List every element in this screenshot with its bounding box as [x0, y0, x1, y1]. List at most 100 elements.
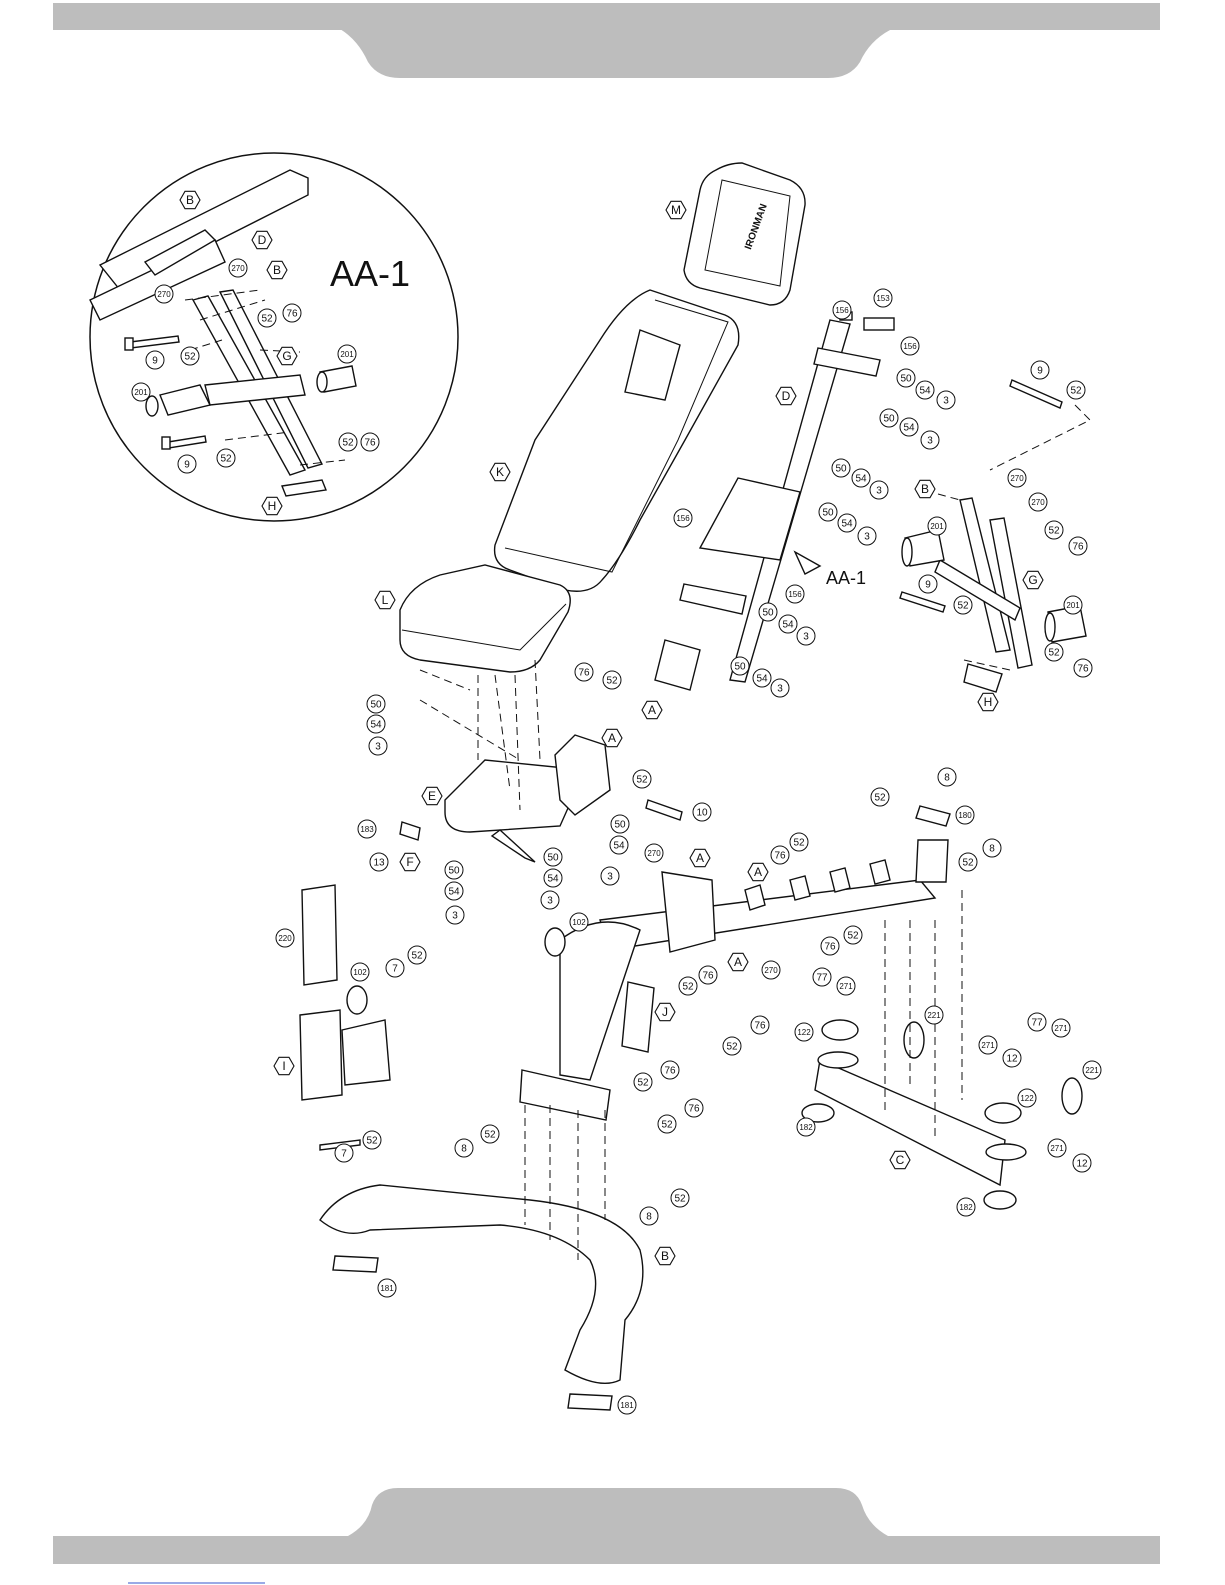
part-callout-text: 122 [1020, 1094, 1034, 1103]
letter-callout-text: A [648, 703, 656, 717]
part-callout-50: 50 [818, 502, 838, 522]
part-callout-122: 122 [794, 1022, 814, 1042]
part-callout-text: 52 [793, 838, 805, 849]
main-frame-a [519, 805, 951, 1121]
part-callout-122: 122 [1017, 1088, 1037, 1108]
part-callout-text: 54 [841, 519, 853, 530]
part-callout-183: 183 [357, 819, 377, 839]
letter-callout-text: A [608, 731, 616, 745]
part-callout-text: 3 [927, 436, 933, 447]
part-callout-271: 271 [978, 1035, 998, 1055]
part-callout-54: 54 [444, 881, 464, 901]
part-callout-3: 3 [600, 866, 620, 886]
part-callout-text: 3 [547, 896, 553, 907]
letter-callout-h: H [261, 496, 283, 516]
letter-callout-b: B [914, 479, 936, 499]
part-callout-270: 270 [154, 284, 174, 304]
part-callout-text: 156 [835, 306, 849, 315]
letter-callout-b: B [179, 190, 201, 210]
part-callout-text: 181 [620, 1401, 634, 1410]
part-callout-text: 271 [839, 982, 853, 991]
part-callout-text: 156 [788, 590, 802, 599]
part-callout-text: 8 [989, 844, 995, 855]
part-callout-text: 52 [957, 601, 969, 612]
part-callout-text: 122 [797, 1028, 811, 1037]
part-callout-220: 220 [275, 928, 295, 948]
part-callout-54: 54 [837, 513, 857, 533]
part-callout-52: 52 [632, 769, 652, 789]
part-callout-text: 270 [764, 966, 778, 975]
part-callout-3: 3 [770, 678, 790, 698]
part-callout-77: 77 [812, 967, 832, 987]
part-callout-text: 52 [637, 1078, 649, 1089]
part-callout-76: 76 [1073, 658, 1093, 678]
part-callout-text: 156 [903, 342, 917, 351]
part-callout-52: 52 [1044, 642, 1064, 662]
letter-callout-text: B [186, 193, 194, 207]
part-callout-text: 270 [231, 264, 245, 273]
letter-callout-text: D [258, 233, 267, 247]
part-callout-76: 76 [1068, 536, 1088, 556]
part-callout-52: 52 [257, 308, 277, 328]
letter-callout-text: L [382, 593, 389, 607]
part-callout-text: 52 [484, 1130, 496, 1141]
part-callout-50: 50 [879, 408, 899, 428]
part-callout-9: 9 [145, 350, 165, 370]
part-callout-8: 8 [937, 767, 957, 787]
part-callout-text: 54 [547, 874, 559, 885]
part-callout-text: 180 [958, 811, 972, 820]
letter-callout-a: A [747, 862, 769, 882]
part-callout-52: 52 [180, 346, 200, 366]
part-callout-text: 102 [353, 968, 367, 977]
part-callout-102: 102 [350, 962, 370, 982]
part-callout-text: 54 [370, 720, 382, 731]
part-callout-3: 3 [920, 430, 940, 450]
part-callout-76: 76 [574, 662, 594, 682]
part-callout-156: 156 [832, 300, 852, 320]
part-callout-text: 221 [927, 1011, 941, 1020]
part-callout-8: 8 [639, 1206, 659, 1226]
part-callout-text: 50 [822, 508, 834, 519]
part-callout-text: 52 [1048, 526, 1060, 537]
part-callout-text: 3 [375, 742, 381, 753]
part-callout-8: 8 [454, 1138, 474, 1158]
backrest-pad-k [493, 289, 740, 592]
letter-callout-text: A [734, 955, 742, 969]
part-callout-text: 201 [134, 388, 148, 397]
detail-pointer: AA-1 [793, 550, 866, 588]
part-callout-271: 271 [1051, 1018, 1071, 1038]
part-callout-text: 201 [340, 350, 354, 359]
part-callout-text: 271 [1050, 1144, 1064, 1153]
part-callout-180: 180 [955, 805, 975, 825]
part-callout-text: 52 [874, 793, 886, 804]
part-callout-text: 52 [726, 1042, 738, 1053]
letter-callout-text: D [782, 389, 791, 403]
part-callout-50: 50 [758, 602, 778, 622]
part-callout-text: 76 [754, 1021, 766, 1032]
part-callout-text: 54 [855, 474, 867, 485]
link-assembly-right [899, 379, 1091, 693]
letter-callout-text: G [282, 349, 291, 363]
part-callout-text: 13 [373, 858, 385, 869]
headrest-pad-m: IRONMAN [683, 162, 806, 306]
part-callout-text: 221 [1085, 1066, 1099, 1075]
part-callout-76: 76 [820, 936, 840, 956]
part-callout-text: 156 [676, 514, 690, 523]
letter-callout-j: J [654, 1002, 676, 1022]
part-callout-76: 76 [770, 845, 790, 865]
part-callout-text: 8 [646, 1212, 652, 1223]
part-callout-201: 201 [927, 516, 947, 536]
part-callout-52: 52 [216, 448, 236, 468]
part-callout-9: 9 [1030, 360, 1050, 380]
part-callout-13: 13 [369, 852, 389, 872]
part-callout-270: 270 [228, 258, 248, 278]
part-callout-text: 52 [674, 1194, 686, 1205]
part-callout-156: 156 [673, 508, 693, 528]
part-callout-text: 153 [876, 294, 890, 303]
letter-callout-text: K [496, 465, 504, 479]
letter-callout-b: B [654, 1246, 676, 1266]
part-callout-52: 52 [633, 1072, 653, 1092]
letter-callout-text: G [1028, 573, 1037, 587]
part-callout-76: 76 [282, 303, 302, 323]
